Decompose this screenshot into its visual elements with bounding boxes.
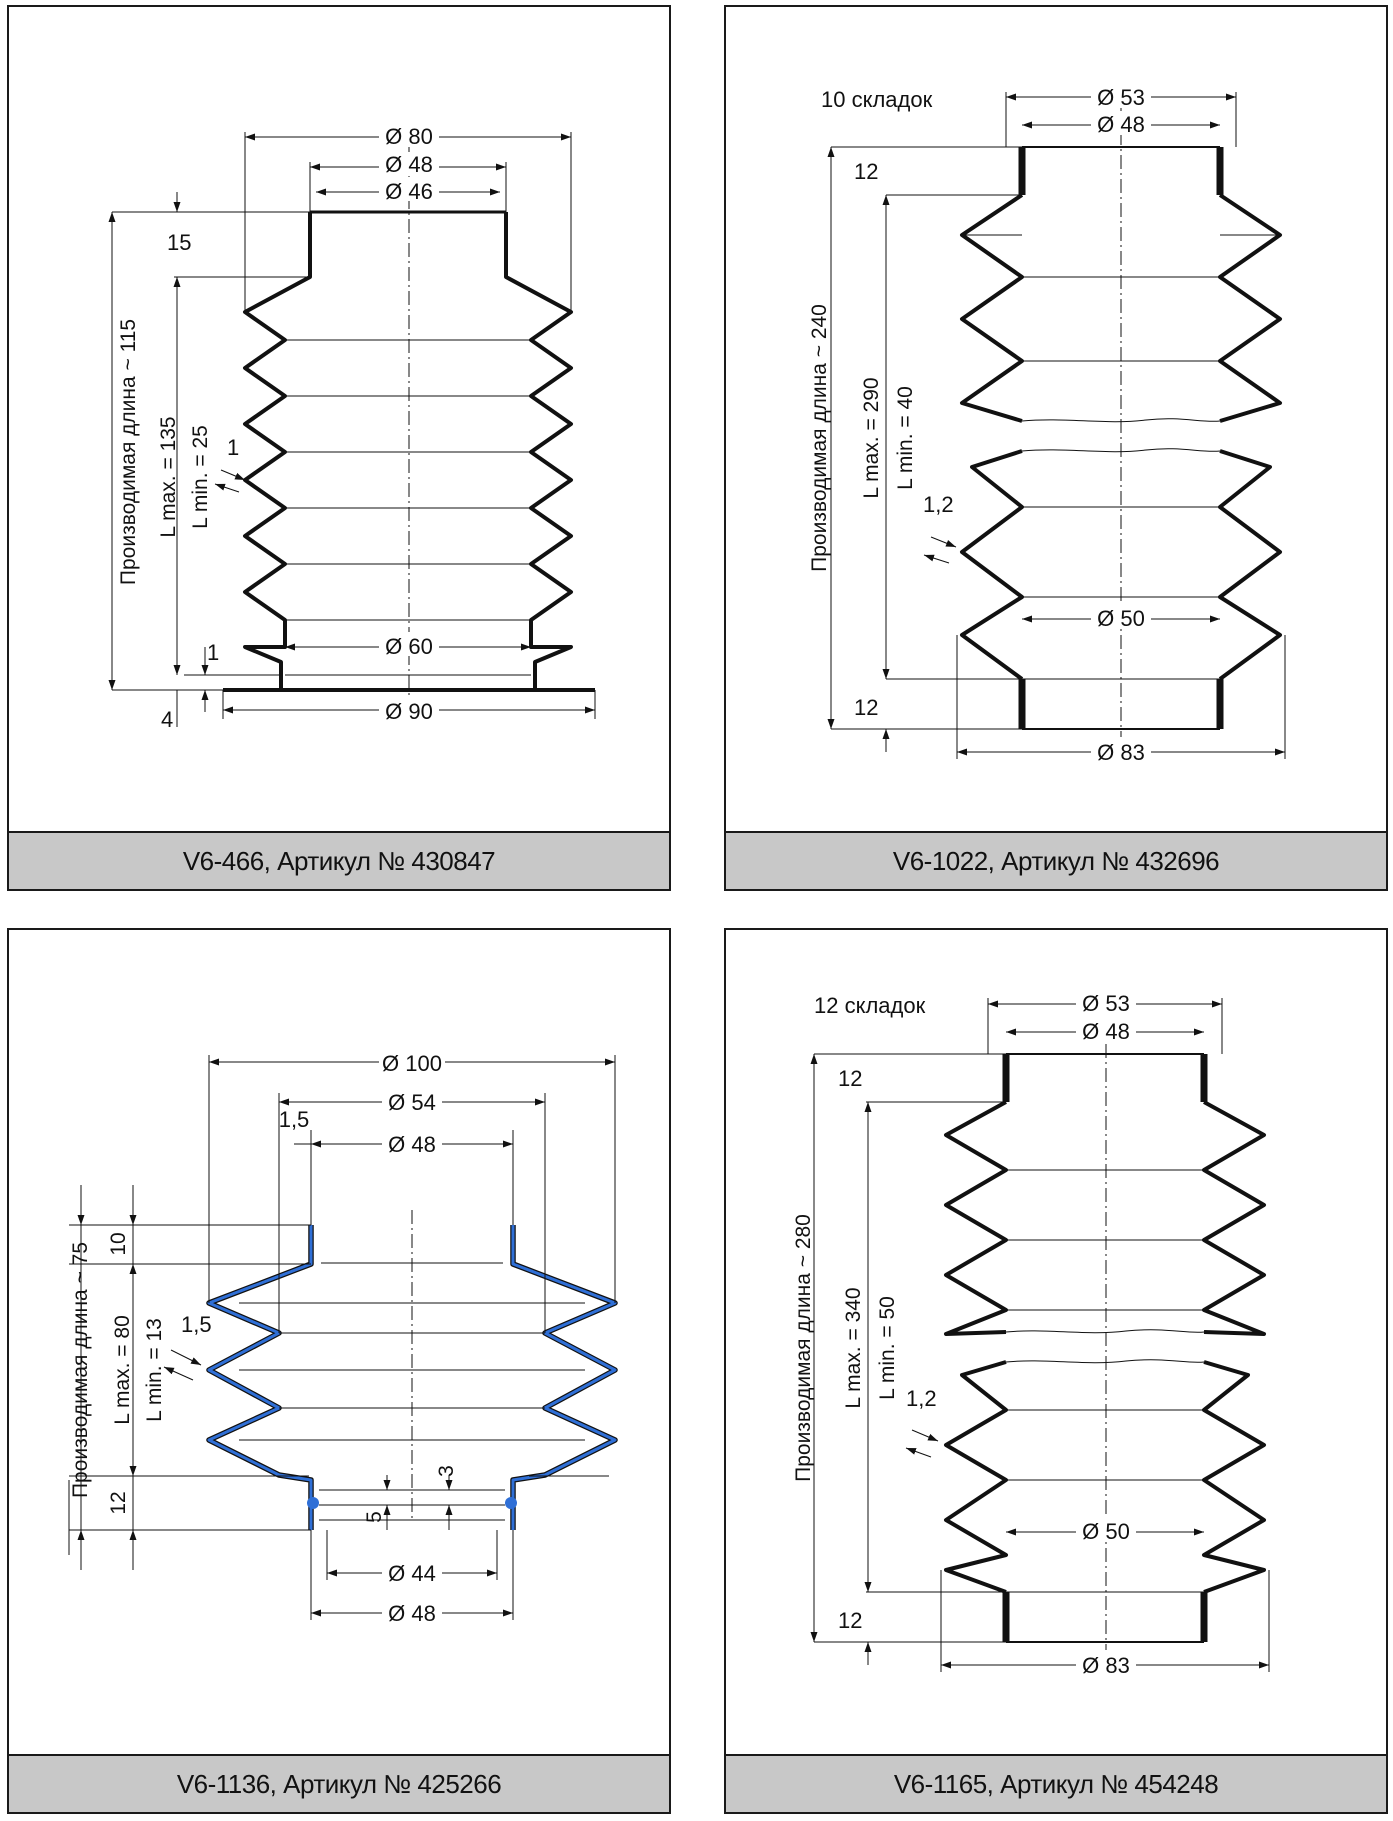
dim-wall-thickness: 1,2 bbox=[906, 1386, 937, 1411]
dim-step-height: 1 bbox=[207, 640, 219, 665]
panel-caption: V6-1136, Артикул № 425266 bbox=[9, 1754, 669, 1812]
dim-bore-diameter: Ø 44 bbox=[388, 1561, 436, 1586]
dim-outer-fold-diameter: Ø 83 bbox=[1082, 1653, 1130, 1678]
dim-bottom-cuff-height: 12 bbox=[838, 1608, 862, 1633]
dim-inner-cuff-diameter: Ø 48 bbox=[1097, 112, 1145, 137]
bellows-drawing-v6-1165: Ø 53 Ø 48 Ø 50 Ø 83 12 складок 12 1,2 12… bbox=[792, 990, 1270, 1678]
dim-top-height: 15 bbox=[167, 230, 191, 255]
dim-bottom-cuff-height: 12 bbox=[854, 695, 878, 720]
dim-outer-cuff-diameter: Ø 53 bbox=[1082, 991, 1130, 1016]
drawing-panel-v6-1165: Ø 53 Ø 48 Ø 50 Ø 83 12 складок 12 1,2 12… bbox=[724, 928, 1388, 1814]
bellows-drawing-v6-466: Ø 80 Ø 48 Ø 46 Ø 60 Ø 90 15 1 1 4 Произв… bbox=[108, 122, 596, 732]
produced-length-label: Производимая длина ~ 115 bbox=[117, 319, 140, 585]
dim-outer-fold-diameter: Ø 83 bbox=[1097, 740, 1145, 765]
dim-mid-diameter: Ø 48 bbox=[385, 152, 433, 177]
dim-inner-fold-diameter: Ø 50 bbox=[1082, 1519, 1130, 1544]
produced-length-label: Производимая длина ~ 75 bbox=[69, 1242, 92, 1498]
dim-flange-diameter: Ø 90 bbox=[385, 699, 433, 724]
dim-top-wall-thickness: 1,5 bbox=[279, 1107, 310, 1132]
dim-bottom-height: 12 bbox=[107, 1491, 130, 1514]
dim-top-diameter: Ø 48 bbox=[388, 1132, 436, 1157]
drawing-panel-v6-466: Ø 80 Ø 48 Ø 46 Ø 60 Ø 90 15 1 1 4 Произв… bbox=[7, 5, 671, 891]
dim-top-cuff-height: 12 bbox=[854, 159, 878, 184]
bellows-drawing-v6-1136: Ø 100 Ø 54 Ø 48 Ø 44 Ø 48 1,5 1,5 10 12 … bbox=[68, 1048, 618, 1626]
dim-bottom-diameter: Ø 60 bbox=[385, 634, 433, 659]
dim-end-diameter: Ø 48 bbox=[388, 1601, 436, 1626]
lmax-label: L max. = 290 bbox=[860, 377, 883, 498]
produced-length-label: Производимая длина ~ 280 bbox=[792, 1214, 815, 1482]
dim-wall-thickness: 1,2 bbox=[923, 492, 954, 517]
lmin-label: L min. = 25 bbox=[189, 425, 212, 529]
drawing-panel-v6-1136: Ø 100 Ø 54 Ø 48 Ø 44 Ø 48 1,5 1,5 10 12 … bbox=[7, 928, 671, 1814]
lmin-label: L min. = 13 bbox=[143, 1318, 166, 1422]
dim-top-height: 10 bbox=[107, 1232, 130, 1255]
panel-caption: V6-1165, Артикул № 454248 bbox=[726, 1754, 1386, 1812]
dim-outer-diameter: Ø 100 bbox=[382, 1051, 442, 1076]
dim-groove-depth: 3 bbox=[435, 1465, 458, 1477]
lmax-label: L max. = 80 bbox=[111, 1315, 134, 1425]
lmax-label: L max. = 340 bbox=[842, 1287, 865, 1408]
lmax-label: L max. = 135 bbox=[157, 416, 180, 537]
dim-inner-fold-diameter: Ø 50 bbox=[1097, 606, 1145, 631]
panel-caption: V6-1022, Артикул № 432696 bbox=[726, 831, 1386, 889]
folds-count-label: 12 складок bbox=[814, 993, 926, 1018]
dim-inner-cuff-diameter: Ø 48 bbox=[1082, 1019, 1130, 1044]
dim-fold-diameter: Ø 54 bbox=[388, 1090, 436, 1115]
produced-length-label: Производимая длина ~ 240 bbox=[808, 304, 831, 572]
dim-outer-diameter: Ø 80 bbox=[385, 124, 433, 149]
lmin-label: L min. = 40 bbox=[894, 386, 917, 490]
lmin-label: L min. = 50 bbox=[876, 1296, 899, 1400]
dim-wall-thickness: 1 bbox=[227, 435, 239, 460]
dim-outer-cuff-diameter: Ø 53 bbox=[1097, 85, 1145, 110]
dim-inner-diameter: Ø 46 bbox=[385, 179, 433, 204]
dim-fold-wall-thickness: 1,5 bbox=[181, 1312, 212, 1337]
dim-flange-height: 4 bbox=[161, 707, 173, 732]
dim-groove-width: 5 bbox=[363, 1511, 386, 1523]
bellows-drawing-v6-1022: Ø 53 Ø 48 Ø 50 Ø 83 10 складок 12 1,2 12… bbox=[808, 84, 1286, 765]
folds-count-label: 10 складок bbox=[821, 87, 933, 112]
dim-top-cuff-height: 12 bbox=[838, 1066, 862, 1091]
drawing-panel-v6-1022: Ø 53 Ø 48 Ø 50 Ø 83 10 складок 12 1,2 12… bbox=[724, 5, 1388, 891]
panel-caption: V6-466, Артикул № 430847 bbox=[9, 831, 669, 889]
